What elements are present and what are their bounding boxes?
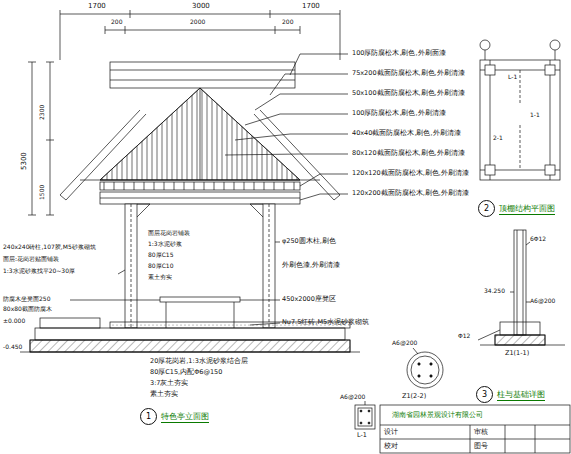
annotation: Z1(2-2): [402, 393, 426, 400]
view-name: 顶棚结构平面图: [499, 203, 555, 215]
annotation: 素土夯实: [150, 391, 178, 398]
annotation: 100厚防腐松木,刷色,外刷清漆: [352, 110, 446, 117]
annotation: 面层:花岗岩贴面铺装: [3, 256, 59, 262]
view-name: 特色亭立面图: [161, 411, 209, 423]
rafter: [234, 182, 235, 190]
annotation: 图号: [474, 443, 488, 450]
rafter: [174, 182, 175, 190]
annotation: 1:3水泥砂浆: [148, 241, 182, 247]
annotation: 80厚C15,内配Φ6@150: [150, 369, 222, 376]
annotation: Φ12: [458, 333, 470, 339]
callout-number: 1: [140, 408, 157, 425]
annotation: Nu7.5红砖,M5水泥砂浆砌筑: [282, 319, 369, 326]
annotation: 80x80截面防腐木: [3, 306, 52, 312]
annotation: 5300: [21, 152, 28, 170]
rafter: [114, 182, 115, 190]
annotation: 200: [282, 19, 293, 25]
annotation: A6@200: [530, 298, 555, 304]
annotation: 2000: [190, 19, 205, 25]
annotation: 审核: [474, 429, 488, 436]
callout-number: 3: [476, 386, 493, 403]
annotation: 2300: [39, 105, 45, 120]
annotation: 80厚C15: [148, 252, 173, 258]
rafter: [144, 182, 145, 190]
annotation: φ250圆木柱,刷色: [282, 238, 336, 245]
annotation: 2-1: [493, 135, 503, 141]
company-name: 湖南省园林景观设计有限公司: [392, 410, 483, 420]
annotation: Z1(1-1): [505, 350, 529, 357]
annotation: 34.250: [484, 288, 505, 294]
rafter: [264, 182, 265, 190]
annotation: L-1: [357, 432, 367, 439]
annotation: 3:7灰土夯实: [150, 380, 188, 387]
rafter: [284, 182, 285, 190]
annotation: 1-1: [530, 112, 540, 118]
rafter: [154, 182, 155, 190]
view-title: 2 顶棚结构平面图: [478, 200, 555, 217]
annotation: 外刷色漆,外刷清漆: [282, 262, 340, 269]
annotation: 450x2000座凳区: [282, 296, 336, 303]
rafter: [194, 182, 195, 190]
rafter: [274, 182, 275, 190]
view-title: 1 特色亭立面图: [140, 408, 209, 425]
rafter: [134, 182, 135, 190]
annotation: ±0.000: [3, 318, 25, 324]
rafter: [204, 182, 205, 190]
annotation: 20厚花岗岩,1:3水泥砂浆结合层: [150, 358, 248, 365]
annotation: 面层花岗岩铺装: [148, 230, 190, 236]
rafter: [104, 182, 105, 190]
rafter: [124, 182, 125, 190]
annotation: 200: [111, 19, 122, 25]
annotation: 100厚防腐松木,刷色,外刷面漆: [352, 50, 446, 57]
annotation: 1700: [302, 3, 320, 10]
view-name: 柱与基础详图: [497, 389, 545, 401]
annotation: 80厚C10: [148, 263, 173, 269]
annotation: 120x120截面防腐松木,刷色,外刷清漆: [352, 170, 469, 177]
rafter: [224, 182, 225, 190]
annotation: 40x40截面防腐松木,刷色,外刷清漆: [352, 130, 461, 137]
annotation: -0.450: [3, 344, 22, 350]
rafter: [244, 182, 245, 190]
title-block: 湖南省园林景观设计有限公司: [392, 410, 483, 420]
annotation: 240x240砖柱,107胶,M5砂浆砌筑: [3, 244, 96, 250]
annotation: 6Φ12: [530, 236, 546, 242]
annotation: L-1: [508, 74, 517, 80]
annotation: A6@200: [392, 340, 417, 346]
annotation: 50x100截面防腐松木,刷色,外刷清漆: [352, 90, 465, 97]
rafter: [254, 182, 255, 190]
view-title: 3 柱与基础详图: [476, 386, 545, 403]
annotation: 1700: [88, 3, 106, 10]
rafter: [214, 182, 215, 190]
annotation: A6@200: [340, 394, 365, 400]
rafter: [294, 182, 295, 190]
annotation: 素土夯实: [148, 274, 172, 280]
annotation: 80x120截面防腐松木,刷色,外刷清漆: [352, 150, 465, 157]
callout-number: 2: [478, 200, 495, 217]
rafter: [184, 182, 185, 190]
rafter: [164, 182, 165, 190]
annotation: 防腐木坐凳面250: [3, 296, 50, 302]
annotation: 75x200截面防腐松木,刷色,外刷清漆: [352, 70, 465, 77]
annotation: 3000: [192, 3, 210, 10]
annotation: 1500: [39, 185, 45, 200]
annotation: 校对: [384, 443, 398, 450]
annotation: 1:3水泥砂浆找平20~30厚: [3, 268, 75, 274]
annotation: 120x200截面防腐松木,刷色,外刷清漆: [352, 190, 469, 197]
annotation: 设计: [384, 429, 398, 436]
